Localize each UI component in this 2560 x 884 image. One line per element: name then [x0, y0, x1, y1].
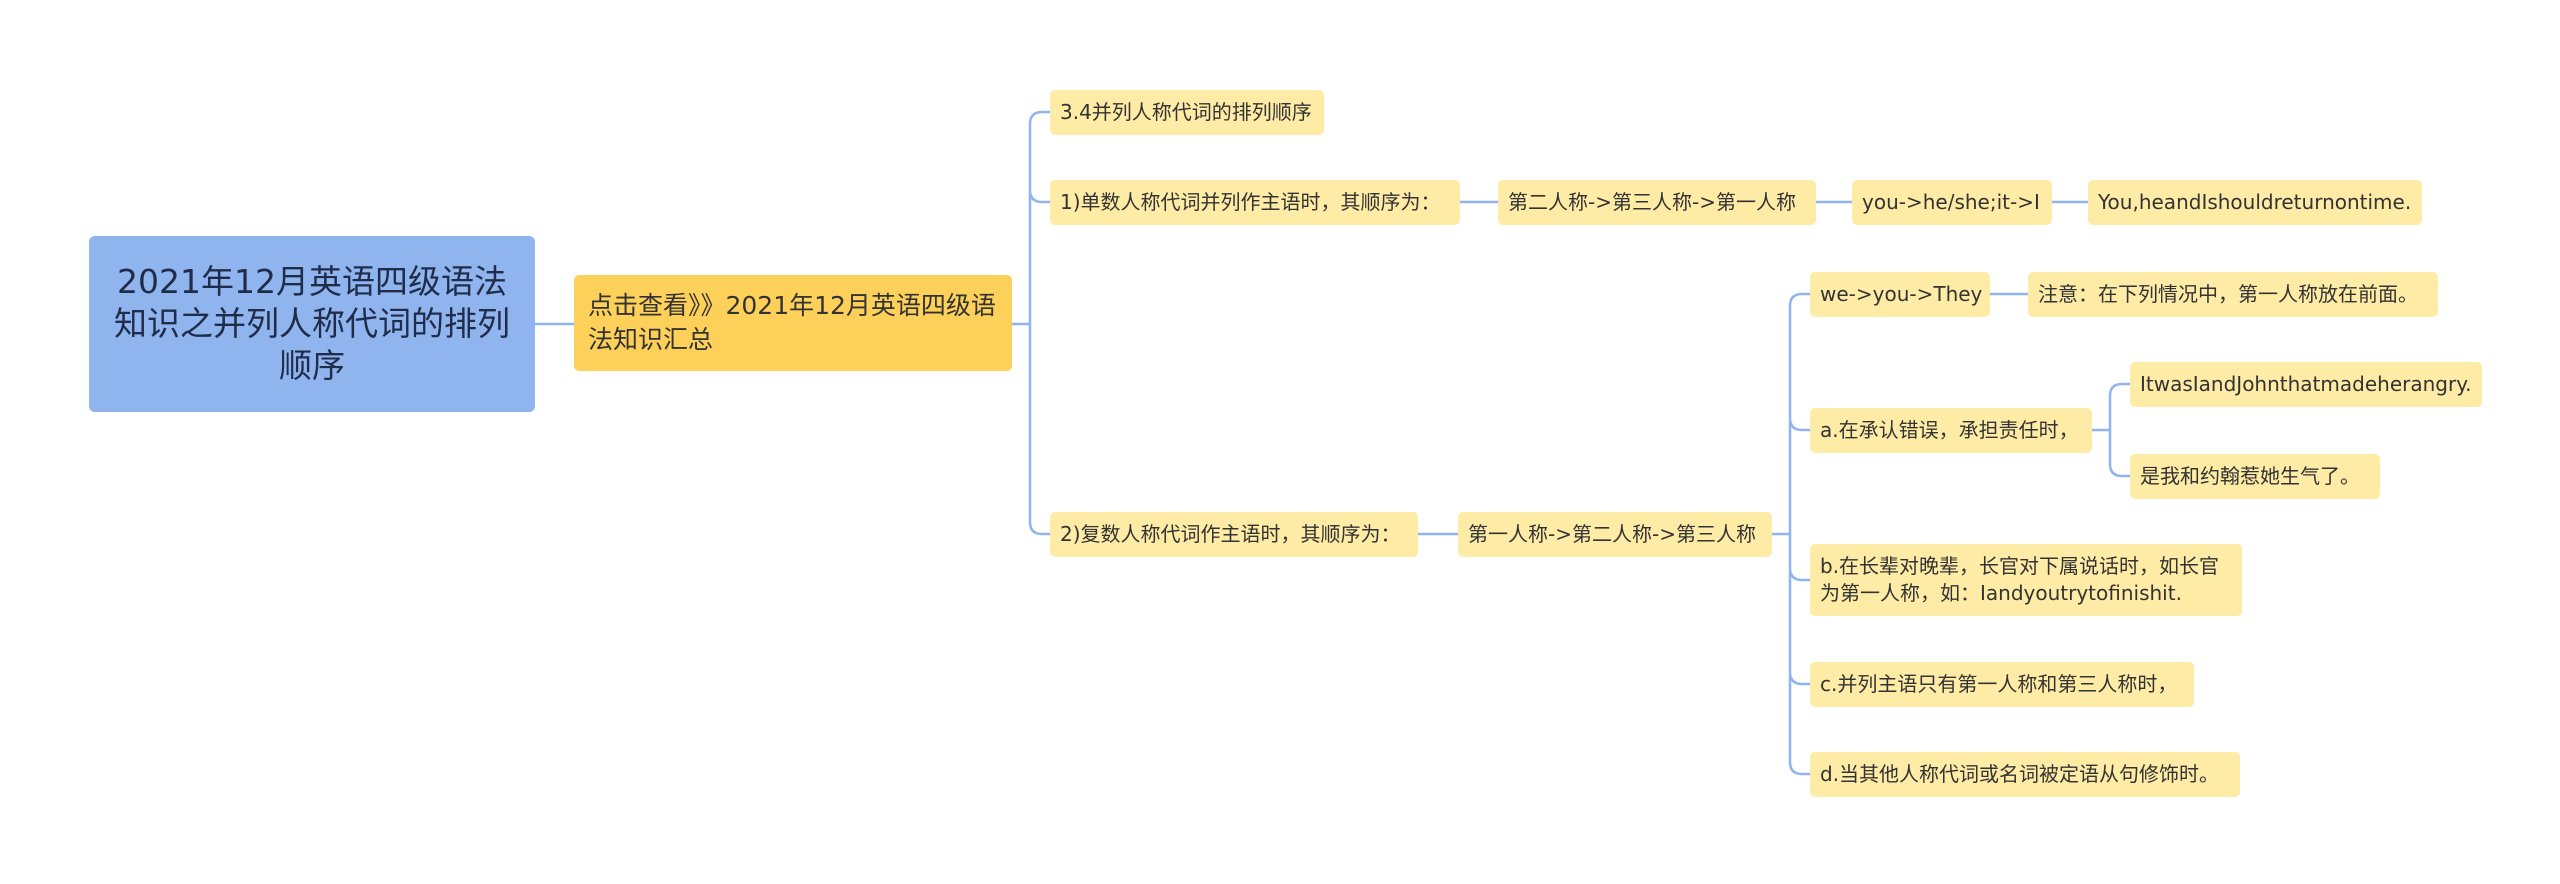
case-a-example-zh-node[interactable]: 是我和约翰惹她生气了。 — [2130, 454, 2380, 499]
case-b-label: b.在长辈对晚辈，长官对下属说话时，如长官为第一人称，如：Iandyoutryt… — [1820, 554, 2220, 605]
plural-note-label: 注意：在下列情况中，第一人称放在前面。 — [2038, 282, 2418, 306]
connector-path-4 — [1770, 292, 1812, 776]
singular-example-node[interactable]: You,heandIshouldreturnontime. — [2088, 180, 2422, 225]
case-c-node[interactable]: c.并列主语只有第一人称和第三人称时， — [1810, 662, 2194, 707]
case-d-node[interactable]: d.当其他人称代词或名词被定语从句修饰时。 — [1810, 752, 2240, 797]
case-a-example-en-node[interactable]: ItwasIandJohnthatmadeherangry. — [2130, 362, 2482, 407]
plural-rule-node[interactable]: 2)复数人称代词作主语时，其顺序为： — [1050, 512, 1418, 557]
singular-rule-label: 1)单数人称代词并列作主语时，其顺序为： — [1060, 190, 1441, 214]
case-a-label: a.在承认错误，承担责任时， — [1820, 418, 2079, 442]
singular-rule-node[interactable]: 1)单数人称代词并列作主语时，其顺序为： — [1050, 180, 1460, 225]
connector-path-1 — [1010, 110, 1052, 536]
plural-order-label: 第一人称->第二人称->第三人称 — [1468, 522, 1756, 546]
case-c-label: c.并列主语只有第一人称和第三人称时， — [1820, 672, 2178, 696]
section-title-node[interactable]: 3.4并列人称代词的排列顺序 — [1050, 90, 1324, 135]
singular-order-node[interactable]: 第二人称->第三人称->第一人称 — [1498, 180, 1816, 225]
case-a-example-zh-label: 是我和约翰惹她生气了。 — [2140, 464, 2360, 488]
singular-pronouns-label: you->he/she;it->I — [1862, 190, 2040, 214]
section-title-label: 3.4并列人称代词的排列顺序 — [1060, 100, 1312, 124]
singular-pronouns-node[interactable]: you->he/she;it->I — [1852, 180, 2052, 225]
root-topic-label: 2021年12月英语四级语法知识之并列人称代词的排列顺序 — [114, 262, 510, 385]
plural-note-node[interactable]: 注意：在下列情况中，第一人称放在前面。 — [2028, 272, 2438, 317]
singular-example-label: You,heandIshouldreturnontime. — [2098, 190, 2412, 214]
case-a-example-en-label: ItwasIandJohnthatmadeherangry. — [2140, 372, 2472, 396]
main-topic-link[interactable]: 点击查看》》2021年12月英语四级语法知识汇总 — [574, 275, 1012, 371]
connector-path-6 — [2090, 382, 2132, 478]
singular-order-label: 第二人称->第三人称->第一人称 — [1508, 190, 1796, 214]
plural-pronouns-node[interactable]: we->you->They — [1810, 272, 1990, 317]
case-a-node[interactable]: a.在承认错误，承担责任时， — [1810, 408, 2092, 453]
plural-pronouns-label: we->you->They — [1820, 282, 1983, 306]
root-topic[interactable]: 2021年12月英语四级语法知识之并列人称代词的排列顺序 — [89, 236, 535, 412]
case-b-node[interactable]: b.在长辈对晚辈，长官对下属说话时，如长官为第一人称，如：Iandyoutryt… — [1810, 544, 2242, 616]
plural-order-node[interactable]: 第一人称->第二人称->第三人称 — [1458, 512, 1772, 557]
case-d-label: d.当其他人称代词或名词被定语从句修饰时。 — [1820, 762, 2220, 786]
main-topic-label: 点击查看》》2021年12月英语四级语法知识汇总 — [588, 291, 996, 354]
plural-rule-label: 2)复数人称代词作主语时，其顺序为： — [1060, 522, 1401, 546]
